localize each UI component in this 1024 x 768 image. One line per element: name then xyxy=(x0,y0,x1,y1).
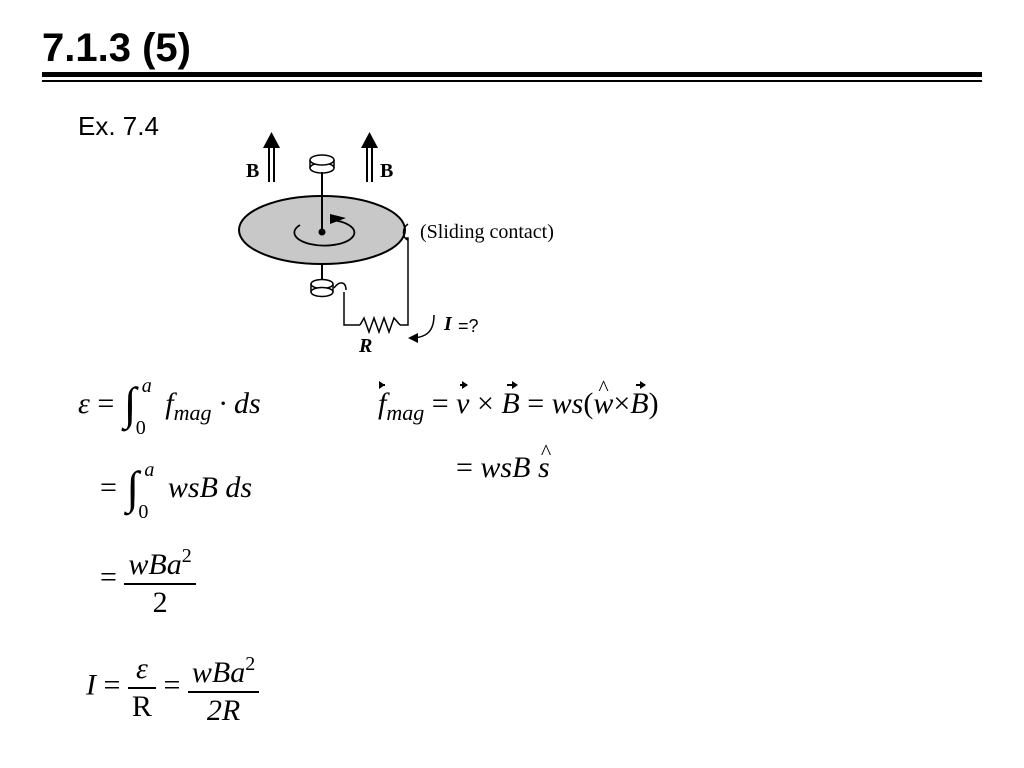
current-label: I xyxy=(443,313,453,335)
close-paren: ) xyxy=(648,387,659,420)
integral-upper-limit: a xyxy=(141,375,152,398)
current-equation: I = ε R = wBa2 2R xyxy=(86,646,260,729)
example-label: Ex. 7.4 xyxy=(78,111,159,141)
equals-sign: = xyxy=(456,451,473,484)
current-arrowhead xyxy=(408,333,418,343)
current-result-fraction: wBa2 2R xyxy=(187,646,260,729)
circuit-wire-left xyxy=(343,292,360,326)
equals-sign: = xyxy=(527,387,545,420)
resistor xyxy=(359,315,401,335)
disk-center xyxy=(318,228,326,236)
integral-upper-limit: a xyxy=(144,459,155,482)
title-rule-thick xyxy=(42,72,982,77)
equals-sign: = xyxy=(100,560,117,594)
force-vector: f xyxy=(378,381,387,420)
numerator-wBa: wBa xyxy=(128,548,182,581)
current-symbol: I xyxy=(86,668,96,702)
denominator: 2 xyxy=(124,583,196,621)
field-vector: B xyxy=(630,381,649,420)
field-label-right: B xyxy=(380,160,393,182)
rotation-arrowhead xyxy=(330,214,346,224)
denominator-R: R xyxy=(127,686,156,725)
denominator-2R: 2R xyxy=(187,691,260,729)
equals-sign: = xyxy=(163,668,181,702)
slide-title: 7.1.3 (5) xyxy=(42,26,191,70)
force-symbol: f xyxy=(165,387,174,420)
w-unit-vector: w xyxy=(593,370,613,422)
wsB-factor: wsB xyxy=(480,451,531,484)
field-label-left: B xyxy=(246,160,259,182)
numerator-emf: ε xyxy=(136,651,148,685)
field-vector: B xyxy=(501,381,520,420)
faraday-disk-figure: B B (Sliding cont xyxy=(222,120,642,370)
title-rule-thin xyxy=(42,80,982,82)
axle-top-knob xyxy=(309,154,335,174)
circuit-wire-right xyxy=(400,237,409,326)
rotation-arrow xyxy=(293,219,356,247)
dot-ds: · ds xyxy=(218,387,261,420)
force-subscript: mag xyxy=(386,400,425,425)
s-unit-vector: s xyxy=(538,434,551,486)
equals-sign: = xyxy=(431,387,449,420)
cross-product: × xyxy=(613,387,631,420)
current-arrow xyxy=(409,314,435,339)
resistor-label: R xyxy=(358,335,372,357)
exponent: 2 xyxy=(181,545,192,567)
equals-sign: = xyxy=(103,668,121,702)
velocity-vector: v xyxy=(456,381,470,420)
equals-sign: = xyxy=(97,387,115,420)
open-paren: ( xyxy=(583,387,594,420)
force-subscript: mag xyxy=(173,400,212,425)
integrand: wsB ds xyxy=(167,471,253,504)
faraday-disk-diagram: B B (Sliding cont xyxy=(238,132,554,357)
integral-lower-limit: 0 xyxy=(138,501,149,524)
axle-bottom-knob xyxy=(310,278,347,298)
magnetic-field-arrow-left xyxy=(263,132,280,182)
emf-fraction: wBa2 2 xyxy=(124,538,196,621)
emf-result: = wBa2 2 xyxy=(100,538,196,621)
sliding-contact xyxy=(402,223,409,241)
ws-factor: ws xyxy=(551,387,584,420)
emf-over-r-fraction: ε R xyxy=(127,651,156,725)
cross-product: × xyxy=(476,387,494,420)
magnetic-field-arrow-right xyxy=(361,132,378,182)
magnetic-force-result: = wsB s xyxy=(456,434,551,486)
magnetic-force-equation: fmag = v × B = ws(w×B) xyxy=(378,370,659,431)
emf-symbol: ε xyxy=(78,387,90,420)
current-unknown: =? xyxy=(458,316,479,336)
sliding-contact-label: (Sliding contact) xyxy=(420,221,554,243)
equals-sign: = xyxy=(100,471,117,504)
exponent: 2 xyxy=(245,653,256,675)
numerator-wBa: wBa xyxy=(191,656,246,689)
integral-lower-limit: 0 xyxy=(135,417,146,440)
